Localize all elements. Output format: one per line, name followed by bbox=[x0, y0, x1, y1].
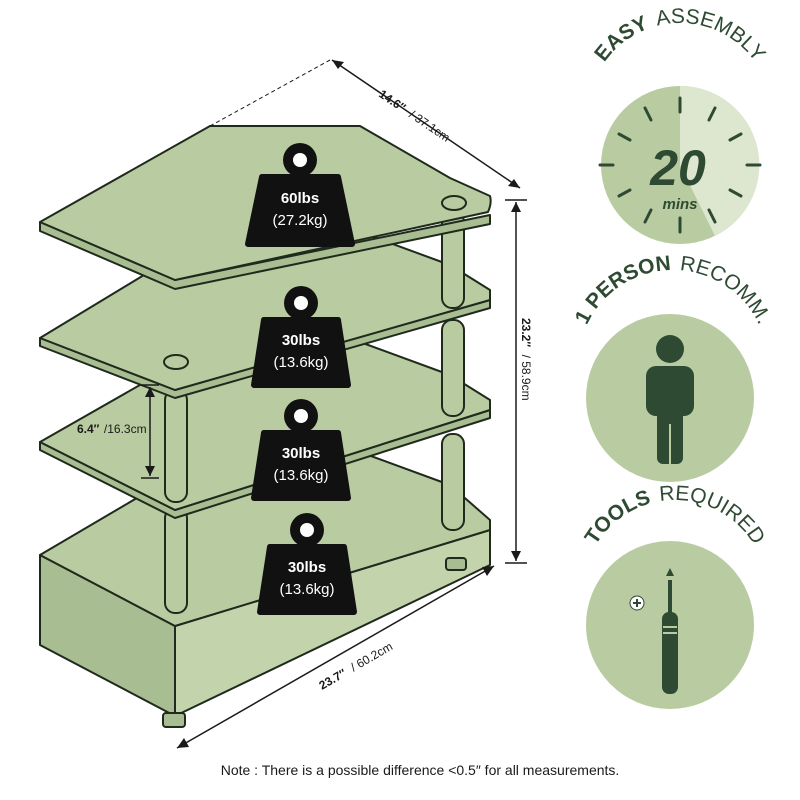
person-icon bbox=[646, 335, 694, 464]
svg-text:14.6″ / 37.1cm: 14.6″ / 37.1cm bbox=[376, 85, 454, 145]
weight-icon bbox=[257, 513, 357, 615]
assembly-badge: EASY ASSEMBLY 20 mins bbox=[590, 5, 770, 244]
tools-badge: TOOLS REQUIRED bbox=[581, 482, 770, 709]
spacing-dimension: 6.4″ /16.3cm bbox=[77, 384, 159, 479]
depth-imperial: 14.6″ bbox=[376, 87, 408, 115]
weight-lbs: 30lbs bbox=[282, 445, 320, 462]
assembly-minutes: 20 bbox=[649, 140, 706, 196]
weight-icon bbox=[245, 143, 355, 247]
tools-badge-label: TOOLS REQUIRED bbox=[581, 482, 770, 549]
weight-icon bbox=[251, 286, 351, 388]
width-imperial: 23.7″ bbox=[317, 666, 349, 693]
shelf-unit bbox=[39, 125, 492, 728]
weight-capacity-shelf-3: 30lbs (13.6kg) bbox=[251, 399, 351, 501]
assembly-badge-label: EASY ASSEMBLY bbox=[590, 5, 770, 66]
height-metric: / 58.9cm bbox=[519, 355, 533, 401]
weight-capacity-top: 60lbs (27.2kg) bbox=[245, 143, 355, 247]
weight-icon bbox=[251, 399, 351, 501]
timer-icon bbox=[598, 85, 762, 244]
height-dimension: 23.2″ / 58.9cm bbox=[505, 199, 535, 564]
weight-capacity-shelf-2: 30lbs (13.6kg) bbox=[251, 286, 351, 388]
depth-metric: / 37.1cm bbox=[407, 107, 453, 144]
weight-capacity-bottom: 30lbs (13.6kg) bbox=[257, 513, 357, 615]
height-imperial: 23.2″ bbox=[519, 318, 533, 347]
weight-lbs: 60lbs bbox=[281, 190, 319, 207]
svg-text:6.4″ /16.3cm: 6.4″ /16.3cm bbox=[77, 420, 147, 437]
spacing-metric: /16.3cm bbox=[104, 422, 147, 436]
assembly-minutes-unit: mins bbox=[662, 196, 697, 213]
screwdriver-icon bbox=[629, 568, 678, 694]
weight-lbs: 30lbs bbox=[288, 559, 326, 576]
weight-kg: (27.2kg) bbox=[272, 212, 327, 229]
weight-kg: (13.6kg) bbox=[273, 354, 328, 371]
svg-text:23.2″ / 58.9cm: 23.2″ / 58.9cm bbox=[518, 318, 535, 401]
weight-lbs: 30lbs bbox=[282, 332, 320, 349]
width-metric: / 60.2cm bbox=[348, 639, 395, 674]
spacing-imperial: 6.4″ bbox=[77, 422, 100, 436]
measurement-note: Note : There is a possible difference <0… bbox=[220, 762, 620, 778]
posts-tier-2 bbox=[164, 319, 465, 503]
person-badge: 1 PERSON RECOMM. bbox=[571, 252, 776, 482]
weight-kg: (13.6kg) bbox=[273, 467, 328, 484]
posts-tier-3 bbox=[164, 433, 465, 614]
weight-kg: (13.6kg) bbox=[279, 581, 334, 598]
